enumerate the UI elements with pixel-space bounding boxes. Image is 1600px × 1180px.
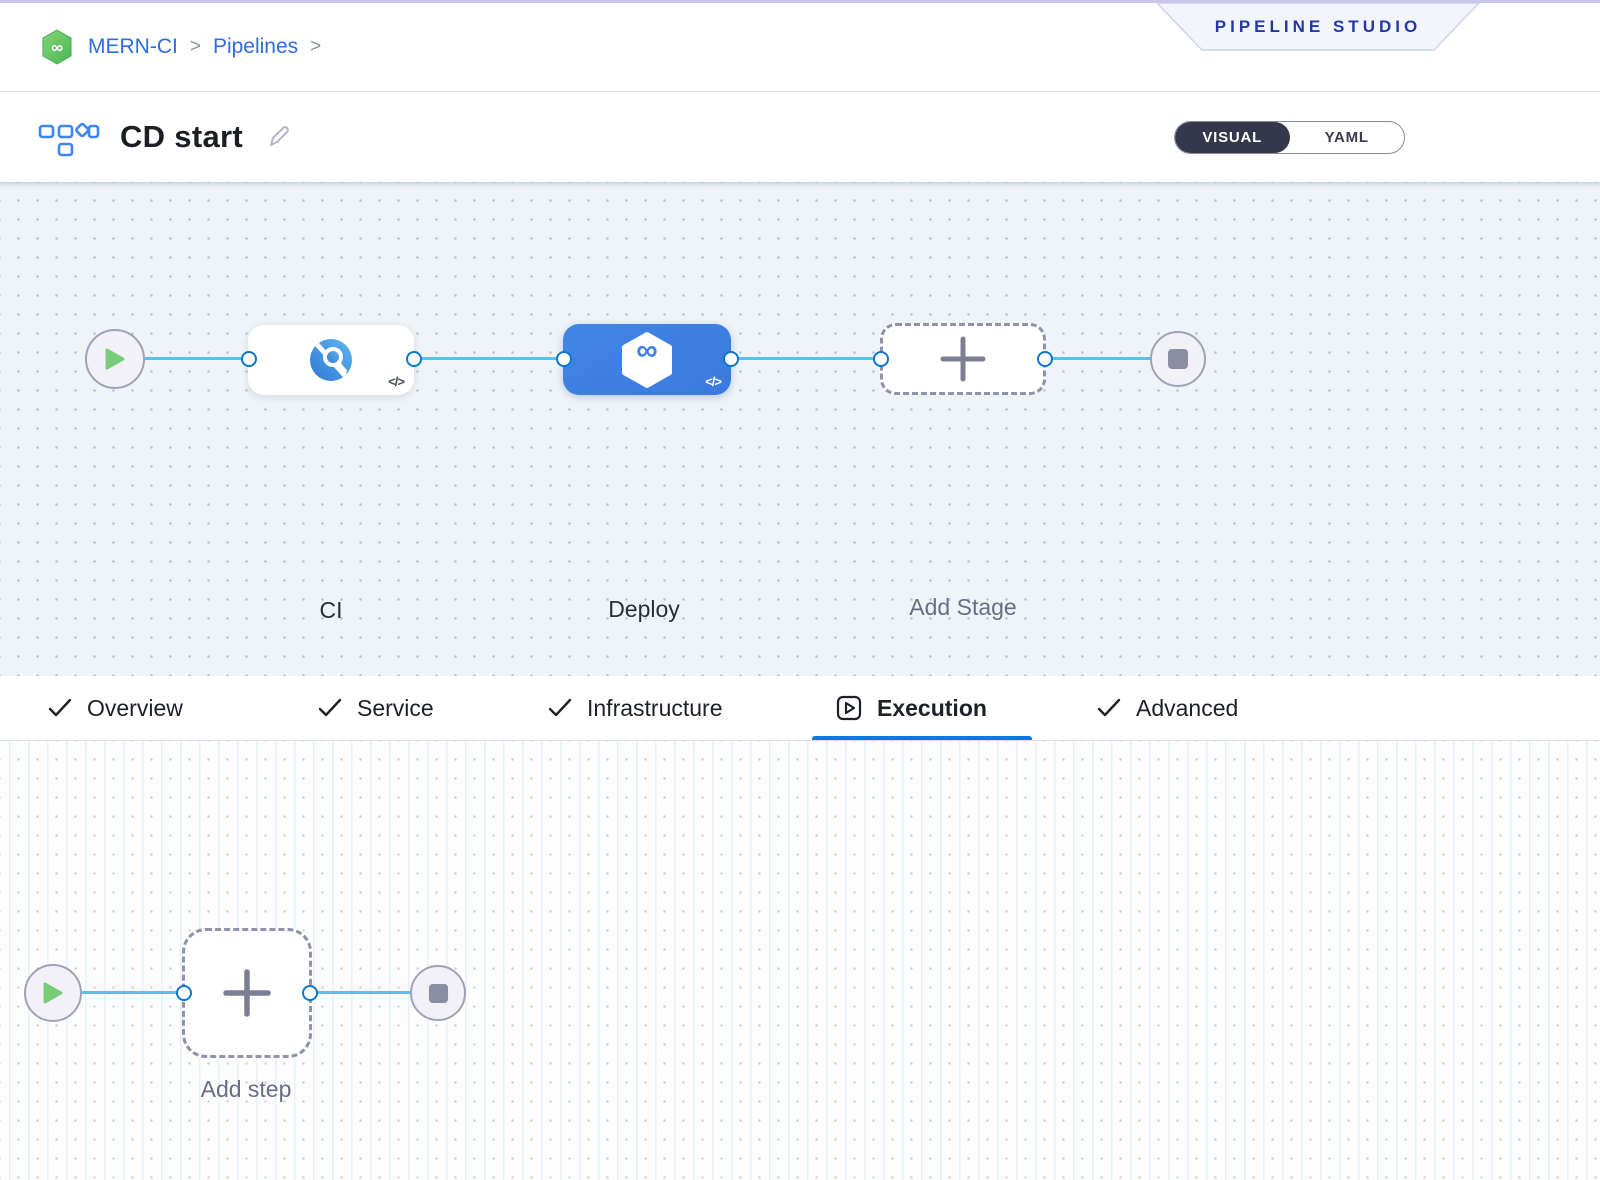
stage-card-ci[interactable]: </>	[248, 325, 414, 395]
play-icon	[105, 348, 125, 370]
edge-addstep-to-end	[310, 991, 410, 994]
execution-play-icon	[836, 695, 862, 721]
project-harness-icon: ∞	[40, 29, 74, 65]
page-title: CD start	[120, 119, 243, 154]
breadcrumb-pipelines-link[interactable]: Pipelines	[212, 35, 299, 58]
stage-card-deploy[interactable]: ∞ </>	[563, 324, 731, 395]
active-tab-underline	[812, 736, 1032, 740]
breadcrumb: ∞ MERN-CI > Pipelines >	[40, 29, 323, 65]
connector-dot[interactable]	[1037, 351, 1053, 367]
breadcrumb-separator: >	[189, 36, 201, 57]
add-step-label: Add step	[200, 1076, 292, 1102]
edge-deploy-to-add	[731, 357, 881, 360]
check-icon	[1097, 698, 1121, 718]
connector-dot[interactable]	[302, 985, 318, 1001]
tab-label: Service	[357, 694, 434, 721]
add-step-button[interactable]	[182, 928, 312, 1058]
edit-pencil-icon[interactable]	[265, 123, 293, 151]
tab-overview[interactable]: Overview	[48, 676, 183, 740]
yaml-code-chip[interactable]: </>	[388, 374, 405, 389]
execution-canvas[interactable]: Add step	[0, 741, 1600, 1180]
connector-dot[interactable]	[406, 351, 422, 367]
edge-start-to-addstep	[82, 991, 184, 994]
play-icon	[43, 982, 63, 1004]
connector-dot[interactable]	[241, 351, 257, 367]
pipeline-studio-label: PIPELINE STUDIO	[1214, 17, 1422, 36]
yaml-toggle-button[interactable]: YAML	[1290, 122, 1405, 153]
connector-dot[interactable]	[873, 351, 889, 367]
execution-end-node[interactable]	[410, 965, 466, 1021]
tab-execution[interactable]: Execution	[836, 676, 987, 740]
connector-dot[interactable]	[556, 351, 572, 367]
view-mode-toggle: VISUAL YAML	[1174, 121, 1405, 154]
tab-infrastructure[interactable]: Infrastructure	[548, 676, 723, 740]
breadcrumb-bar: ∞ MERN-CI > Pipelines > PIPELINE STUDIO	[0, 3, 1600, 92]
breadcrumb-project-link[interactable]: MERN-CI	[88, 35, 178, 58]
pipeline-diagram-icon	[38, 117, 100, 157]
connector-dot[interactable]	[176, 985, 192, 1001]
stop-icon	[428, 983, 448, 1003]
check-icon	[48, 698, 72, 718]
execution-start-node[interactable]	[24, 964, 82, 1022]
edge-start-to-ci	[145, 357, 250, 360]
stage-canvas[interactable]: </> CI ∞ </> Deploy Add Stage	[0, 182, 1600, 676]
pipeline-studio-badge: PIPELINE STUDIO	[1156, 3, 1480, 51]
edge-add-to-end	[1045, 357, 1150, 360]
stage-label-ci: CI	[319, 597, 343, 623]
ci-stage-icon	[310, 339, 352, 381]
check-icon	[318, 698, 342, 718]
edge-ci-to-deploy	[414, 357, 564, 360]
tab-label: Execution	[877, 694, 987, 721]
check-icon	[548, 698, 572, 718]
breadcrumb-separator: >	[310, 36, 322, 57]
pipeline-end-node[interactable]	[1150, 331, 1206, 387]
plus-icon	[940, 336, 986, 382]
plus-icon	[223, 969, 271, 1017]
svg-text:∞: ∞	[51, 38, 63, 57]
yaml-code-chip[interactable]: </>	[705, 374, 722, 389]
stage-config-tabs: Overview Service Infrastructure Executio…	[0, 676, 1600, 741]
add-stage-button[interactable]	[880, 323, 1046, 395]
top-accent-line	[0, 0, 1600, 3]
add-stage-label: Add Stage	[909, 594, 1017, 620]
stage-label-deploy: Deploy	[608, 596, 680, 622]
stop-icon	[1168, 349, 1188, 369]
connector-dot[interactable]	[723, 351, 739, 367]
title-bar: CD start VISUAL YAML	[0, 92, 1600, 182]
tab-advanced[interactable]: Advanced	[1097, 676, 1238, 740]
tab-label: Overview	[87, 694, 183, 721]
tab-service[interactable]: Service	[318, 676, 434, 740]
harness-infinity-glyph: ∞	[636, 333, 658, 367]
visual-toggle-button[interactable]: VISUAL	[1175, 122, 1290, 153]
pipeline-start-node[interactable]	[85, 329, 145, 389]
tab-label: Infrastructure	[587, 694, 723, 721]
cd-stage-icon: ∞	[620, 331, 674, 389]
tab-label: Advanced	[1136, 694, 1239, 721]
